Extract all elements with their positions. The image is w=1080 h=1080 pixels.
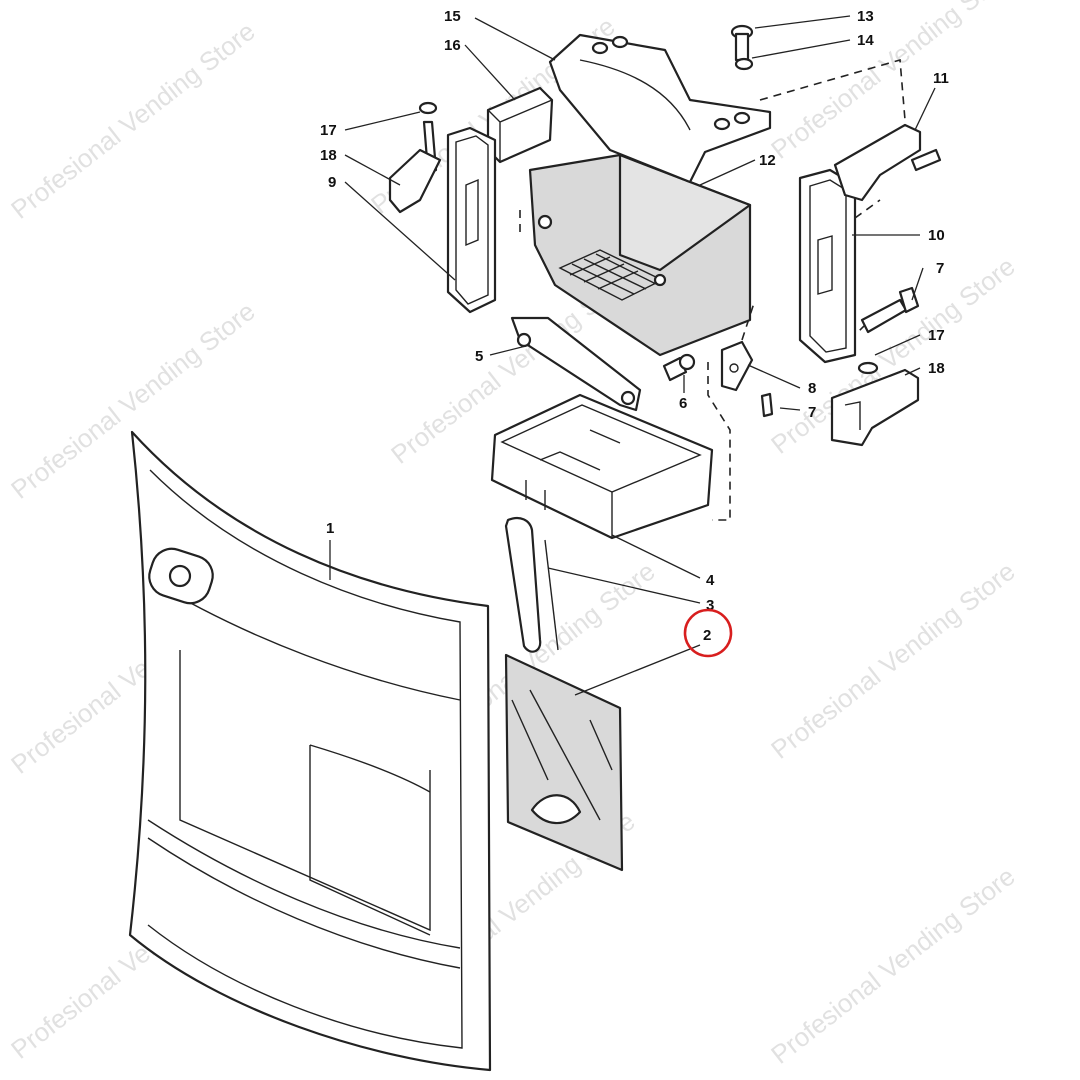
callout-17-left: 17 — [320, 122, 337, 139]
watermark-text: Profesional Vending Store — [765, 861, 1020, 1070]
callout-18-left: 18 — [320, 147, 337, 164]
part-funnel-chute — [548, 33, 772, 184]
callout-8: 8 — [808, 380, 816, 397]
callout-11: 11 — [933, 70, 949, 87]
callout-13: 13 — [857, 8, 874, 25]
part-left-frame — [446, 126, 497, 314]
callout-18-right: 18 — [928, 360, 945, 377]
part-main-bin — [528, 153, 752, 357]
callout-10: 10 — [928, 227, 945, 244]
part-clip-bracket — [720, 340, 754, 392]
callout-15: 15 — [444, 8, 461, 25]
callout-4: 4 — [706, 572, 715, 589]
part-door-panel — [128, 430, 492, 1072]
callout-1: 1 — [326, 520, 334, 537]
part-right-bracket — [833, 123, 942, 202]
part-right-frame — [798, 168, 857, 364]
callout-14: 14 — [857, 32, 874, 49]
callout-6: 6 — [679, 395, 687, 412]
part-hook-rod — [504, 516, 559, 653]
part-right-hinge — [830, 361, 920, 447]
callout-9: 9 — [328, 174, 336, 191]
callout-2: 2 — [703, 627, 711, 644]
part-window-panel — [504, 653, 624, 872]
callout-labels: 1 2 3 4 5 6 7 7 8 9 10 11 12 13 14 15 16… — [320, 8, 949, 644]
watermark-text: Profesional Vending Store — [765, 556, 1020, 765]
assembly-guide-lines — [519, 58, 906, 521]
callout-3: 3 — [706, 597, 714, 614]
callout-17-right: 17 — [928, 327, 945, 344]
part-screw-7-lower — [760, 392, 774, 418]
callout-7-lower: 7 — [808, 404, 816, 421]
watermark-text: Profesional Vending Store — [5, 296, 260, 505]
watermark-text: Profesional Vending Store — [5, 16, 260, 225]
part-left-hinge — [388, 101, 442, 214]
leader-lines — [329, 15, 936, 696]
part-screw-6 — [662, 353, 696, 382]
part-lower-tray — [490, 393, 714, 540]
part-top-pin — [730, 24, 754, 71]
callout-5: 5 — [475, 348, 483, 365]
part-rod-bracket — [510, 316, 642, 412]
callout-16: 16 — [444, 37, 461, 54]
highlight-ring — [683, 608, 733, 658]
callout-7-upper: 7 — [936, 260, 944, 277]
callout-12: 12 — [759, 152, 776, 169]
